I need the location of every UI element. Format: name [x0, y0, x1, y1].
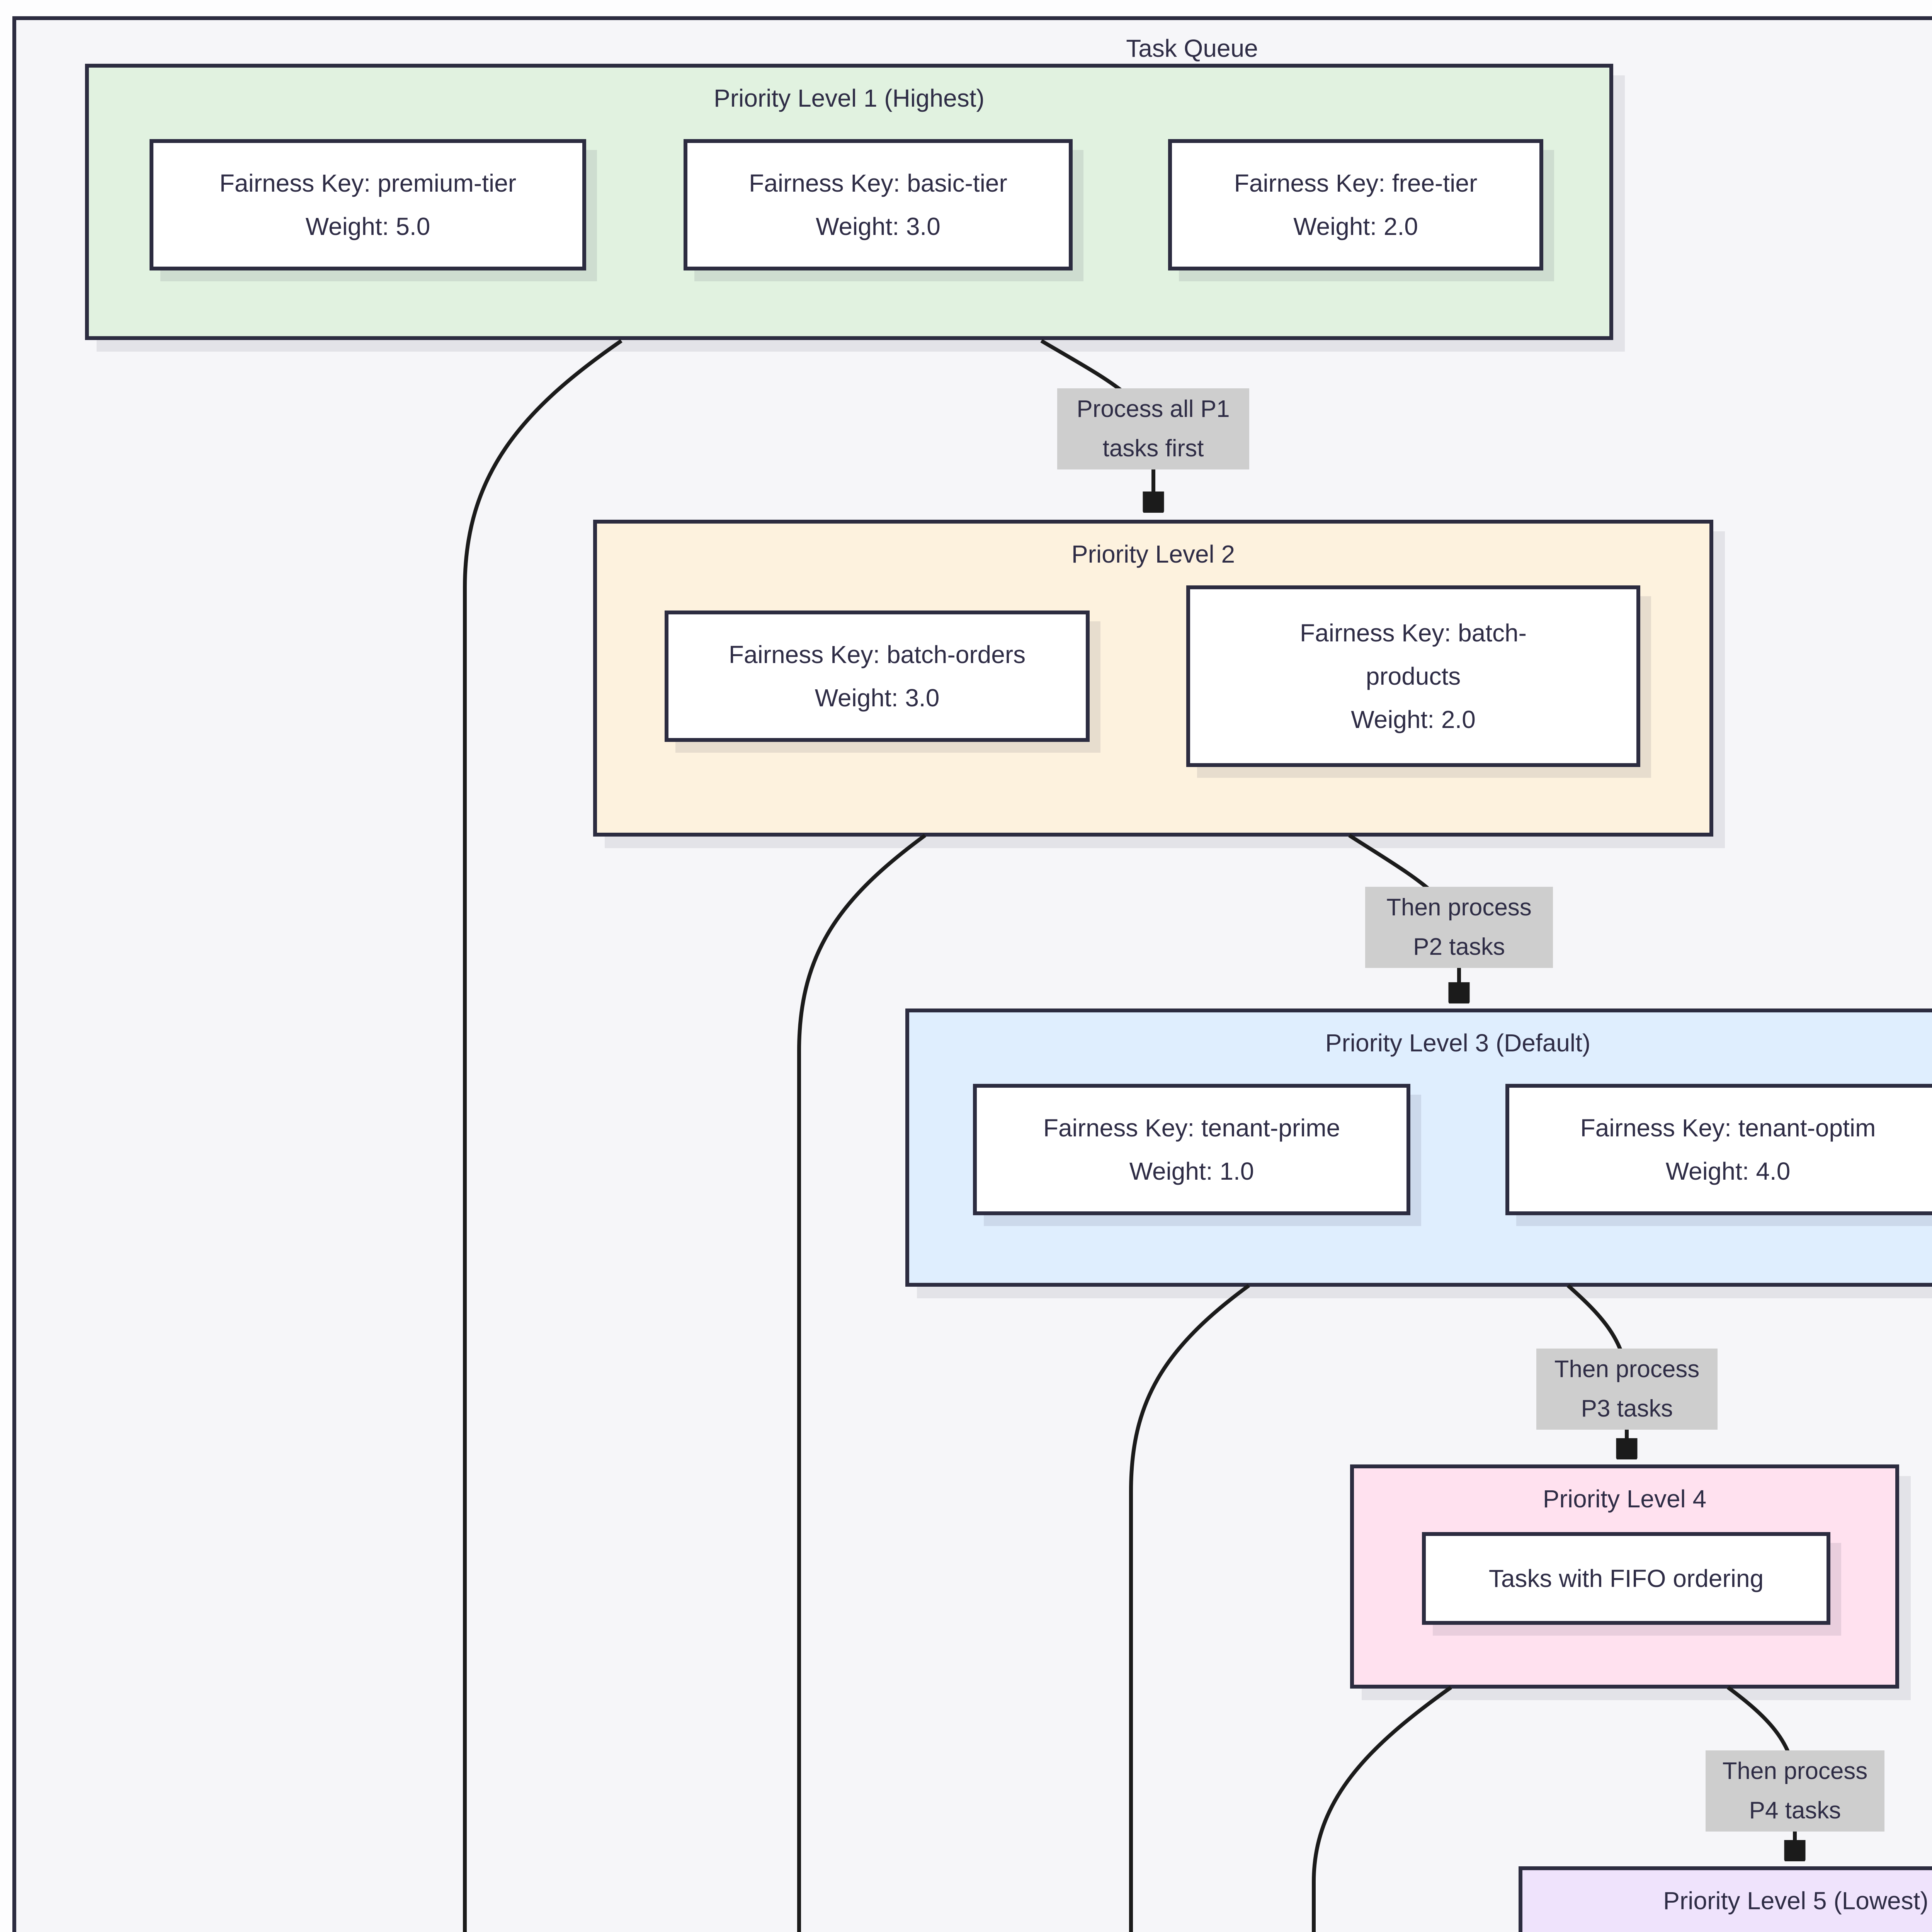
fairness-node-tenant-optim: Fairness Key: tenant-optim Weight: 4.0	[1505, 1084, 1932, 1215]
fairness-node-batch-products: Fairness Key: batch- products Weight: 2.…	[1186, 585, 1640, 767]
fairness-node-tenant-prime: Fairness Key: tenant-prime Weight: 1.0	[973, 1084, 1410, 1215]
edge-label-p2-p3: Then process P2 tasks	[1365, 887, 1553, 968]
fifo-node-p4: Tasks with FIFO ordering	[1422, 1532, 1830, 1625]
priority-level-5-title: Priority Level 5 (Lowest)	[1663, 1887, 1929, 1915]
priority-level-2-title: Priority Level 2	[1071, 540, 1235, 568]
fifo-node-p4-text: Tasks with FIFO ordering	[1488, 1565, 1764, 1592]
edge-label-p4-p5: Then process P4 tasks	[1706, 1750, 1884, 1832]
fairness-node-batch-orders: Fairness Key: batch-orders Weight: 3.0	[665, 611, 1090, 742]
fairness-node-premium-tier: Fairness Key: premium-tier Weight: 5.0	[150, 139, 586, 270]
fairness-node-free-tier: Fairness Key: free-tier Weight: 2.0	[1168, 139, 1543, 270]
fairness-node-batch-orders-text: Fairness Key: batch-orders Weight: 3.0	[728, 641, 1026, 712]
priority-level-4-title: Priority Level 4	[1543, 1485, 1707, 1513]
edge-label-p1-p2: Process all P1 tasks first	[1057, 388, 1249, 469]
fairness-node-basic-tier-text: Fairness Key: basic-tier Weight: 3.0	[749, 169, 1007, 240]
priority-level-3-title: Priority Level 3 (Default)	[1325, 1029, 1591, 1057]
fairness-node-basic-tier: Fairness Key: basic-tier Weight: 3.0	[684, 139, 1073, 270]
priority-level-5-cluster: Priority Level 5 (Lowest)	[1519, 1866, 1932, 1932]
fairness-node-tenant-prime-text: Fairness Key: tenant-prime Weight: 1.0	[1043, 1114, 1340, 1185]
edge-label-p3-p4: Then process P3 tasks	[1536, 1349, 1718, 1430]
task-queue-title: Task Queue	[1126, 34, 1258, 62]
fairness-node-tenant-optim-text: Fairness Key: tenant-optim Weight: 4.0	[1580, 1114, 1876, 1185]
fairness-node-premium-tier-text: Fairness Key: premium-tier Weight: 5.0	[219, 169, 517, 240]
priority-level-1-title: Priority Level 1 (Highest)	[714, 84, 985, 112]
fairness-node-batch-products-text: Fairness Key: batch- products Weight: 2.…	[1300, 619, 1527, 733]
fairness-node-free-tier-text: Fairness Key: free-tier Weight: 2.0	[1234, 169, 1478, 240]
